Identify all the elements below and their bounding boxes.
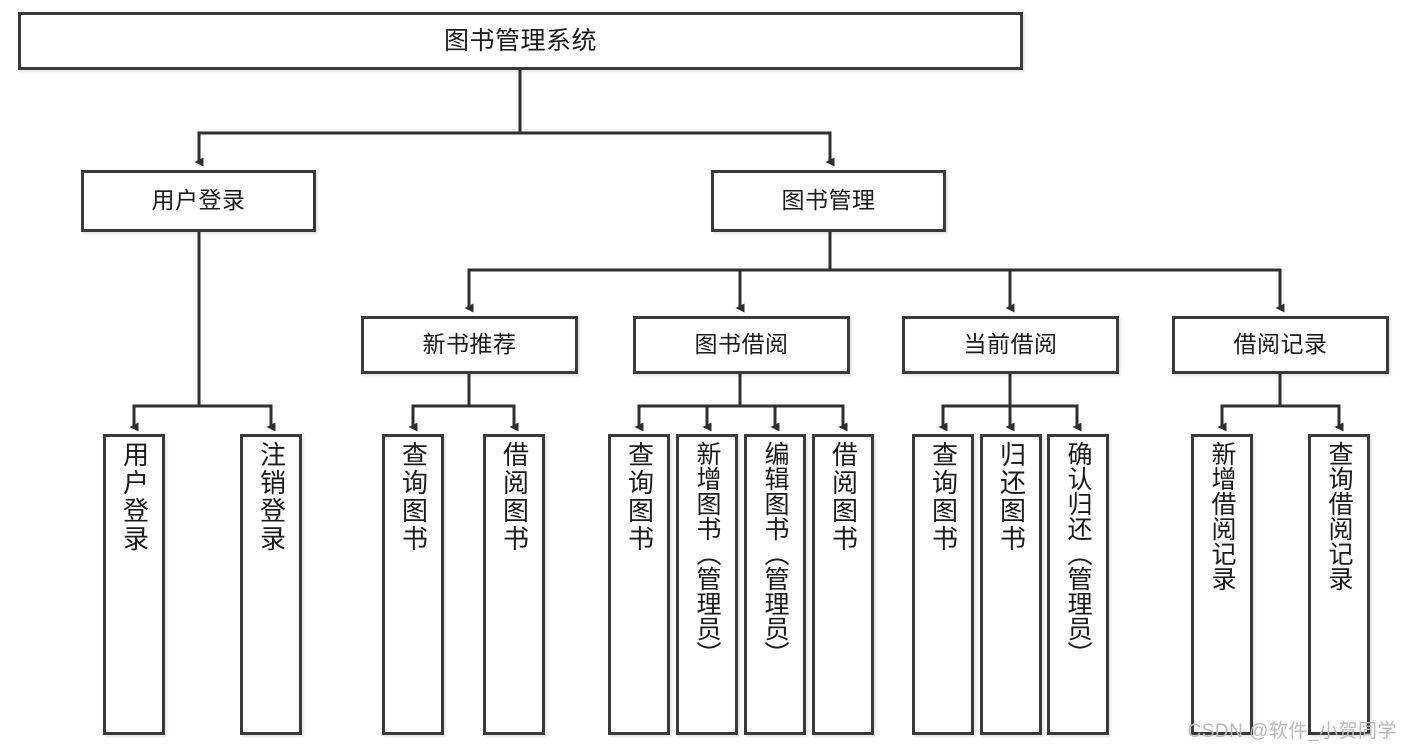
node-leaf-add-book[interactable]: 新增图书（管理员） (676, 434, 738, 735)
node-leaf-query-book-2[interactable]: 查询图书 (608, 434, 670, 735)
node-leaf-return-book-label: 归还图书 (996, 441, 1027, 553)
node-leaf-logout[interactable]: 注销登录 (240, 434, 302, 735)
node-new-book-rec-label: 新书推荐 (422, 331, 517, 358)
node-leaf-edit-book[interactable]: 编辑图书（管理员） (744, 434, 806, 735)
node-leaf-query-book-3-label: 查询图书 (928, 441, 959, 553)
node-leaf-borrow-book-2-label: 借阅图书 (828, 441, 859, 553)
node-user-login-label: 用户登录 (151, 187, 246, 214)
node-leaf-query-book-1-label: 查询图书 (398, 441, 429, 553)
node-leaf-query-book-2-label: 查询图书 (624, 441, 655, 553)
node-leaf-user-login[interactable]: 用户登录 (103, 434, 165, 735)
node-leaf-user-login-label: 用户登录 (119, 441, 150, 553)
node-user-login[interactable]: 用户登录 (81, 170, 316, 232)
node-borrow-record[interactable]: 借阅记录 (1172, 316, 1389, 374)
csdn-watermark: CSDN @软件_小贺同学 (1187, 721, 1397, 742)
node-book-borrow[interactable]: 图书借阅 (633, 316, 850, 374)
node-leaf-borrow-book-1-label: 借阅图书 (499, 441, 530, 553)
node-leaf-add-record-label: 新增借阅记录 (1208, 441, 1236, 591)
node-leaf-query-book-1[interactable]: 查询图书 (382, 434, 444, 735)
node-leaf-return-book[interactable]: 归还图书 (980, 434, 1042, 735)
node-leaf-query-record[interactable]: 查询借阅记录 (1308, 434, 1370, 735)
node-leaf-edit-book-label: 编辑图书（管理员） (761, 441, 789, 666)
node-leaf-borrow-book-2[interactable]: 借阅图书 (812, 434, 874, 735)
node-book-borrow-label: 图书借阅 (694, 331, 789, 358)
node-leaf-confirm-return-label: 确认归还（管理员） (1064, 441, 1092, 666)
node-current-borrow-label: 当前借阅 (963, 331, 1058, 358)
node-root-label: 图书管理系统 (443, 27, 597, 55)
node-root[interactable]: 图书管理系统 (18, 12, 1023, 70)
node-leaf-add-record[interactable]: 新增借阅记录 (1191, 434, 1253, 735)
node-book-manage[interactable]: 图书管理 (711, 170, 946, 232)
node-borrow-record-label: 借阅记录 (1233, 331, 1328, 358)
node-leaf-confirm-return[interactable]: 确认归还（管理员） (1047, 434, 1109, 735)
node-leaf-add-book-label: 新增图书（管理员） (693, 441, 721, 666)
node-leaf-logout-label: 注销登录 (256, 441, 287, 553)
node-leaf-borrow-book-1[interactable]: 借阅图书 (483, 434, 545, 735)
node-new-book-rec[interactable]: 新书推荐 (361, 316, 578, 374)
node-leaf-query-record-label: 查询借阅记录 (1325, 441, 1353, 591)
node-leaf-query-book-3[interactable]: 查询图书 (912, 434, 974, 735)
node-book-manage-label: 图书管理 (781, 187, 876, 214)
node-current-borrow[interactable]: 当前借阅 (902, 316, 1119, 374)
